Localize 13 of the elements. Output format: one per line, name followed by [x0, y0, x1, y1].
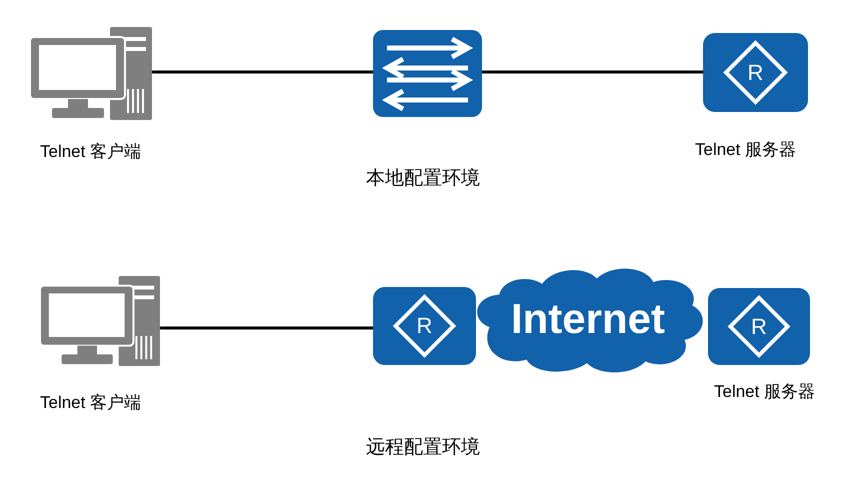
section-title: 本地配置环境: [366, 167, 480, 191]
connection-line: [482, 70, 703, 74]
connection-line: [160, 326, 373, 330]
router-letter: R: [751, 316, 767, 338]
router-letter: R: [748, 62, 764, 84]
device-caption: Telnet 客户端: [40, 392, 142, 414]
device-caption: Telnet 客户端: [40, 141, 142, 163]
cloud-label: Internet: [510, 298, 665, 340]
device-caption: Telnet 服务器: [695, 139, 796, 161]
router-letter: R: [416, 315, 432, 337]
connection-line: [152, 70, 373, 74]
section-title: 远程配置环境: [366, 436, 480, 460]
device-caption: Telnet 服务器: [714, 381, 816, 403]
